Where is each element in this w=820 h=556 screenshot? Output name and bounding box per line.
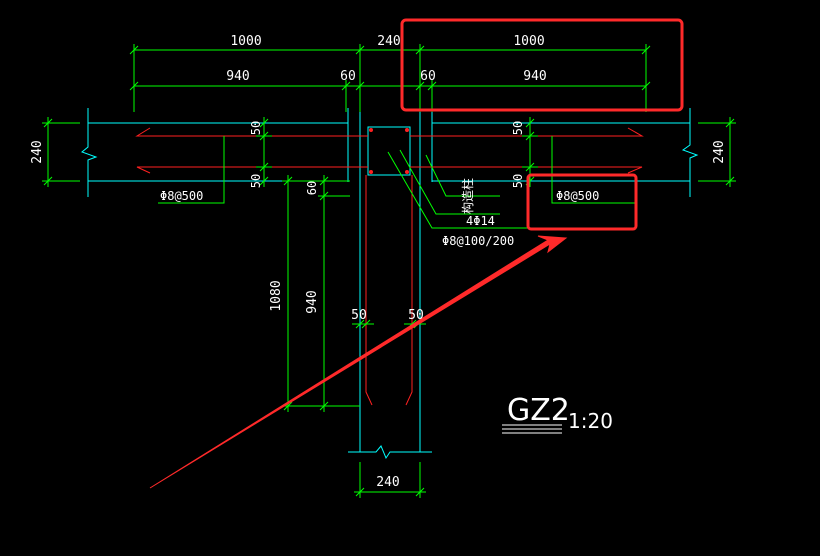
dim-stem-940: 940 — [305, 290, 320, 313]
column-core — [367, 126, 411, 176]
left-tie-bar-lower — [136, 166, 368, 174]
tick — [415, 487, 425, 497]
main-bar-dot — [369, 170, 373, 174]
tick — [259, 162, 269, 172]
drawing-title: GZ2 — [507, 393, 570, 428]
stem-tie-bar-right — [405, 175, 413, 406]
tick — [259, 131, 269, 141]
tick — [355, 319, 365, 329]
rebar-lines — [135, 127, 644, 406]
tick — [725, 176, 735, 186]
dim-stem-50-left: 50 — [351, 308, 367, 323]
dim-stem-total: 1080 — [269, 280, 284, 311]
left-tie-note: Φ8@500 — [160, 189, 203, 203]
tick — [283, 401, 293, 411]
right-tie-bar-lower — [410, 166, 643, 174]
dim-left-60: 60 — [340, 69, 356, 84]
dim-cover-top-left: 50 — [249, 121, 263, 135]
title-underline — [502, 424, 562, 434]
highlight-arrow — [149, 235, 568, 489]
tick — [355, 45, 365, 55]
left-wall-break-line — [81, 108, 98, 197]
dim-bottom-240: 240 — [376, 475, 399, 490]
tick — [129, 45, 139, 55]
tick — [415, 45, 425, 55]
tick — [129, 81, 139, 91]
tick — [427, 81, 437, 91]
dim-top-right-total: 1000 — [513, 34, 544, 49]
main-bars-note: 4Φ14 — [466, 214, 495, 228]
wall-outlines — [81, 108, 699, 460]
highlight-box-tie-note — [526, 173, 638, 231]
tick — [259, 176, 269, 186]
tick — [319, 401, 329, 411]
right-tie-note: Φ8@500 — [556, 189, 599, 203]
tick — [355, 487, 365, 497]
left-tie-bar-upper — [135, 127, 368, 137]
dimension-lines — [42, 44, 736, 498]
tick — [725, 118, 735, 128]
tick — [319, 176, 329, 186]
dim-stem-50-right: 50 — [408, 308, 424, 323]
right-tie-leader — [551, 136, 636, 204]
right-wall-break-line — [681, 108, 699, 197]
tick — [641, 81, 651, 91]
dim-right-wall-thickness: 240 — [712, 140, 727, 163]
drawing-scale: 1:20 — [568, 409, 613, 433]
dim-top-left-total: 1000 — [230, 34, 261, 49]
dim-cover-bottom-right: 50 — [511, 174, 525, 188]
tick — [641, 45, 651, 55]
tick — [43, 118, 53, 128]
dim-right-60: 60 — [420, 69, 436, 84]
highlight-box-top-right — [400, 18, 684, 112]
dim-stem-60: 60 — [305, 181, 319, 195]
tick — [415, 81, 425, 91]
main-bar-dots — [369, 128, 409, 174]
stem-tie-bar-left — [365, 175, 373, 406]
stirrups-note: Φ8@100/200 — [442, 234, 514, 248]
tick — [525, 118, 535, 128]
main-bar-dot — [405, 128, 409, 132]
stem-break-line — [348, 445, 432, 460]
dim-right-940: 940 — [523, 69, 546, 84]
right-tie-bar-upper — [410, 127, 644, 137]
main-bar-dot — [369, 128, 373, 132]
left-tie-leader — [158, 136, 225, 204]
main-bar-dot — [405, 170, 409, 174]
dim-cover-bottom-left: 50 — [249, 174, 263, 188]
tick — [361, 319, 371, 329]
column-label-leader — [425, 154, 500, 197]
main-bars-leader — [387, 151, 530, 229]
dim-top-column: 240 — [377, 34, 400, 49]
dim-left-940: 940 — [226, 69, 249, 84]
tick — [283, 176, 293, 186]
tick — [341, 81, 351, 91]
dim-left-wall-thickness: 240 — [30, 140, 45, 163]
tick — [319, 191, 329, 201]
tick — [525, 131, 535, 141]
column-label-note: 构造柱 — [460, 178, 475, 214]
tick — [43, 176, 53, 186]
dim-cover-top-right: 50 — [511, 121, 525, 135]
tick — [259, 118, 269, 128]
tick — [525, 162, 535, 172]
tick — [355, 81, 365, 91]
stirrups-leader — [399, 149, 500, 215]
highlight-annotations — [149, 18, 684, 489]
